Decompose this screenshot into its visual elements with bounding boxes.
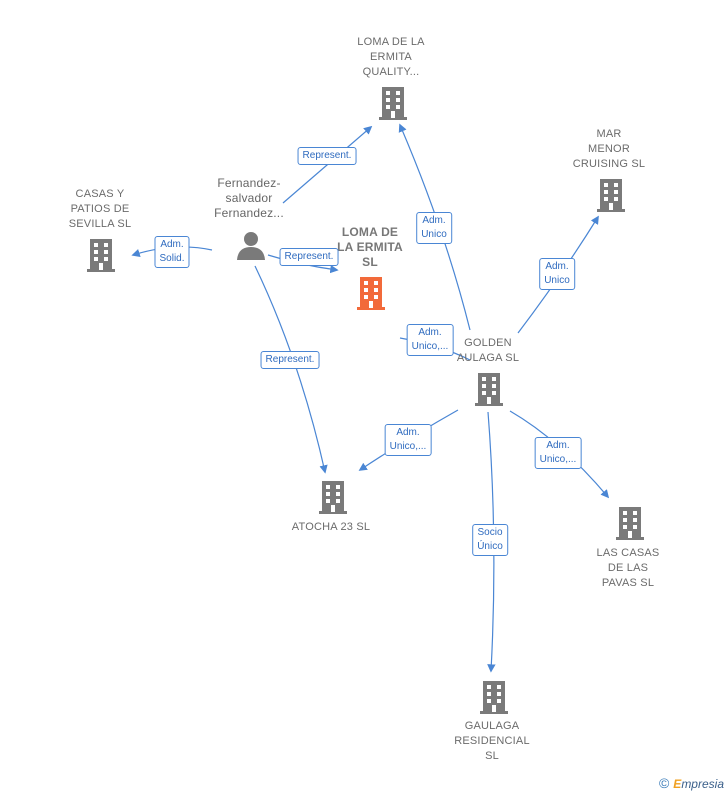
building-icon[interactable]: [595, 178, 627, 212]
node-label-person[interactable]: Fernandez- salvador Fernandez...: [214, 176, 284, 220]
building-icon[interactable]: [614, 506, 646, 540]
building-icon[interactable]: [85, 238, 117, 272]
edge-label-socio-unico[interactable]: Socio Único: [472, 524, 508, 556]
edge-label-adm-unico[interactable]: Adm. Unico: [539, 258, 575, 290]
edge-label-represent[interactable]: Represent.: [297, 147, 357, 165]
person-icon[interactable]: [235, 229, 267, 261]
building-icon[interactable]: [478, 680, 510, 714]
copyright-footer: ©Empresia: [659, 775, 724, 791]
edge-label-adm-solid[interactable]: Adm. Solid.: [154, 236, 190, 268]
brand-logo-initial: E: [673, 777, 682, 791]
building-icon[interactable]: [355, 276, 387, 310]
brand-logo-text: mpresia: [681, 777, 724, 791]
node-label-loma-sl[interactable]: LOMA DE LA ERMITA SL: [337, 225, 403, 269]
copyright-icon: ©: [658, 775, 670, 791]
edge-label-adm-unico[interactable]: Adm. Unico,...: [406, 324, 454, 356]
node-label-casas-patios[interactable]: CASAS Y PATIOS DE SEVILLA SL: [68, 188, 132, 230]
edge-label-adm-unico[interactable]: Adm. Unico: [416, 212, 452, 244]
edge-person-to-atocha[interactable]: [254, 265, 328, 474]
building-icon[interactable]: [377, 86, 409, 120]
node-label-loma-quality[interactable]: LOMA DE LA ERMITA QUALITY...: [357, 36, 425, 78]
building-icon[interactable]: [317, 480, 349, 514]
node-label-mar-menor[interactable]: MAR MENOR CRUISING SL: [572, 128, 646, 170]
building-icon[interactable]: [473, 372, 505, 406]
edge-person-to-loma-quality[interactable]: [282, 125, 373, 204]
node-label-atocha[interactable]: ATOCHA 23 SL: [291, 521, 371, 533]
edge-label-represent[interactable]: Represent.: [260, 351, 320, 369]
edge-label-represent[interactable]: Represent.: [279, 248, 339, 266]
node-label-las-casas[interactable]: LAS CASAS DE LAS PAVAS SL: [596, 547, 660, 589]
node-label-gaulaga[interactable]: GAULAGA RESIDENCIAL SL: [454, 720, 530, 762]
node-label-golden[interactable]: GOLDEN AULAGA SL: [456, 337, 520, 364]
edge-label-adm-unico[interactable]: Adm. Unico,...: [534, 437, 582, 469]
edge-label-adm-unico[interactable]: Adm. Unico,...: [384, 424, 432, 456]
